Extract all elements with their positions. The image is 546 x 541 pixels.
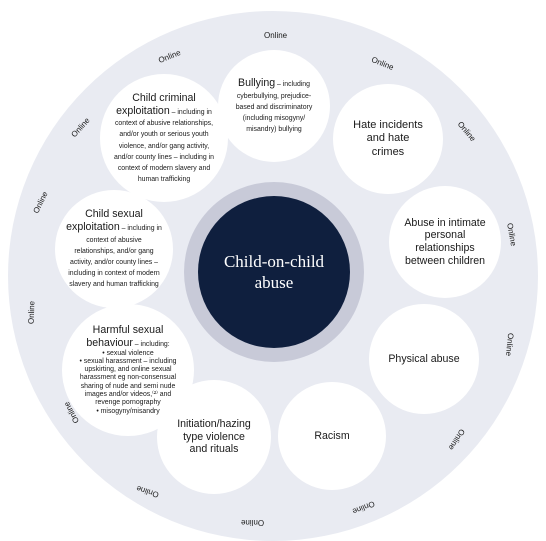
bullying-detail: – including cyberbullying, prejudice-bas… — [235, 81, 313, 134]
center-title: Child-on-child abuse — [224, 251, 324, 294]
bubble-intimate-relationships: Abuse in intimate personal relationships… — [389, 186, 501, 298]
racism-title: Racism — [314, 429, 350, 442]
harmful-item: • sexual harassment – including upskirti… — [79, 357, 177, 407]
online-label: Online — [26, 300, 37, 325]
hazing-title: Initiation/hazing type violence and ritu… — [177, 417, 251, 456]
cce-title: Child criminal exploitation — [116, 91, 196, 117]
bubble-child-sexual-exploitation: Child sexual exploitation – including in… — [55, 190, 173, 308]
bubble-racism: Racism — [278, 382, 386, 490]
center-line-1: Child-on-child — [223, 251, 325, 271]
online-label: Online — [264, 31, 288, 40]
center-circle: Child-on-child abuse — [198, 196, 350, 348]
harmful-item: • misogyny/misandry — [96, 407, 160, 415]
harmful-title: Harmful sexual behaviour — [86, 324, 164, 349]
harmful-item: • sexual violence — [102, 349, 154, 357]
harmful-detail: – including: — [132, 340, 170, 348]
cse-title: Child sexual exploitation — [66, 208, 143, 234]
bubble-physical-abuse: Physical abuse — [369, 304, 479, 414]
cce-detail: – including in context of abusive relati… — [114, 108, 214, 183]
physical-title: Physical abuse — [388, 352, 460, 365]
hate-title: Hate incidents and hate crimes — [353, 119, 423, 158]
bullying-title: Bullying — [238, 77, 276, 90]
online-label: Online — [241, 518, 265, 527]
center-line-2: abuse — [254, 273, 294, 292]
bubble-child-criminal-exploitation: Child criminal exploitation – including … — [100, 74, 228, 202]
bubble-hate-incidents: Hate incidents and hate crimes — [333, 84, 443, 194]
bubble-bullying: Bullying – including cyberbullying, prej… — [218, 50, 330, 162]
cse-detail: – including in context of abusive relati… — [68, 225, 162, 289]
intimate-title: Abuse in intimate personal relationships… — [404, 216, 486, 267]
bubble-harmful-sexual-behaviour: Harmful sexual behaviour – including: • … — [62, 304, 194, 436]
